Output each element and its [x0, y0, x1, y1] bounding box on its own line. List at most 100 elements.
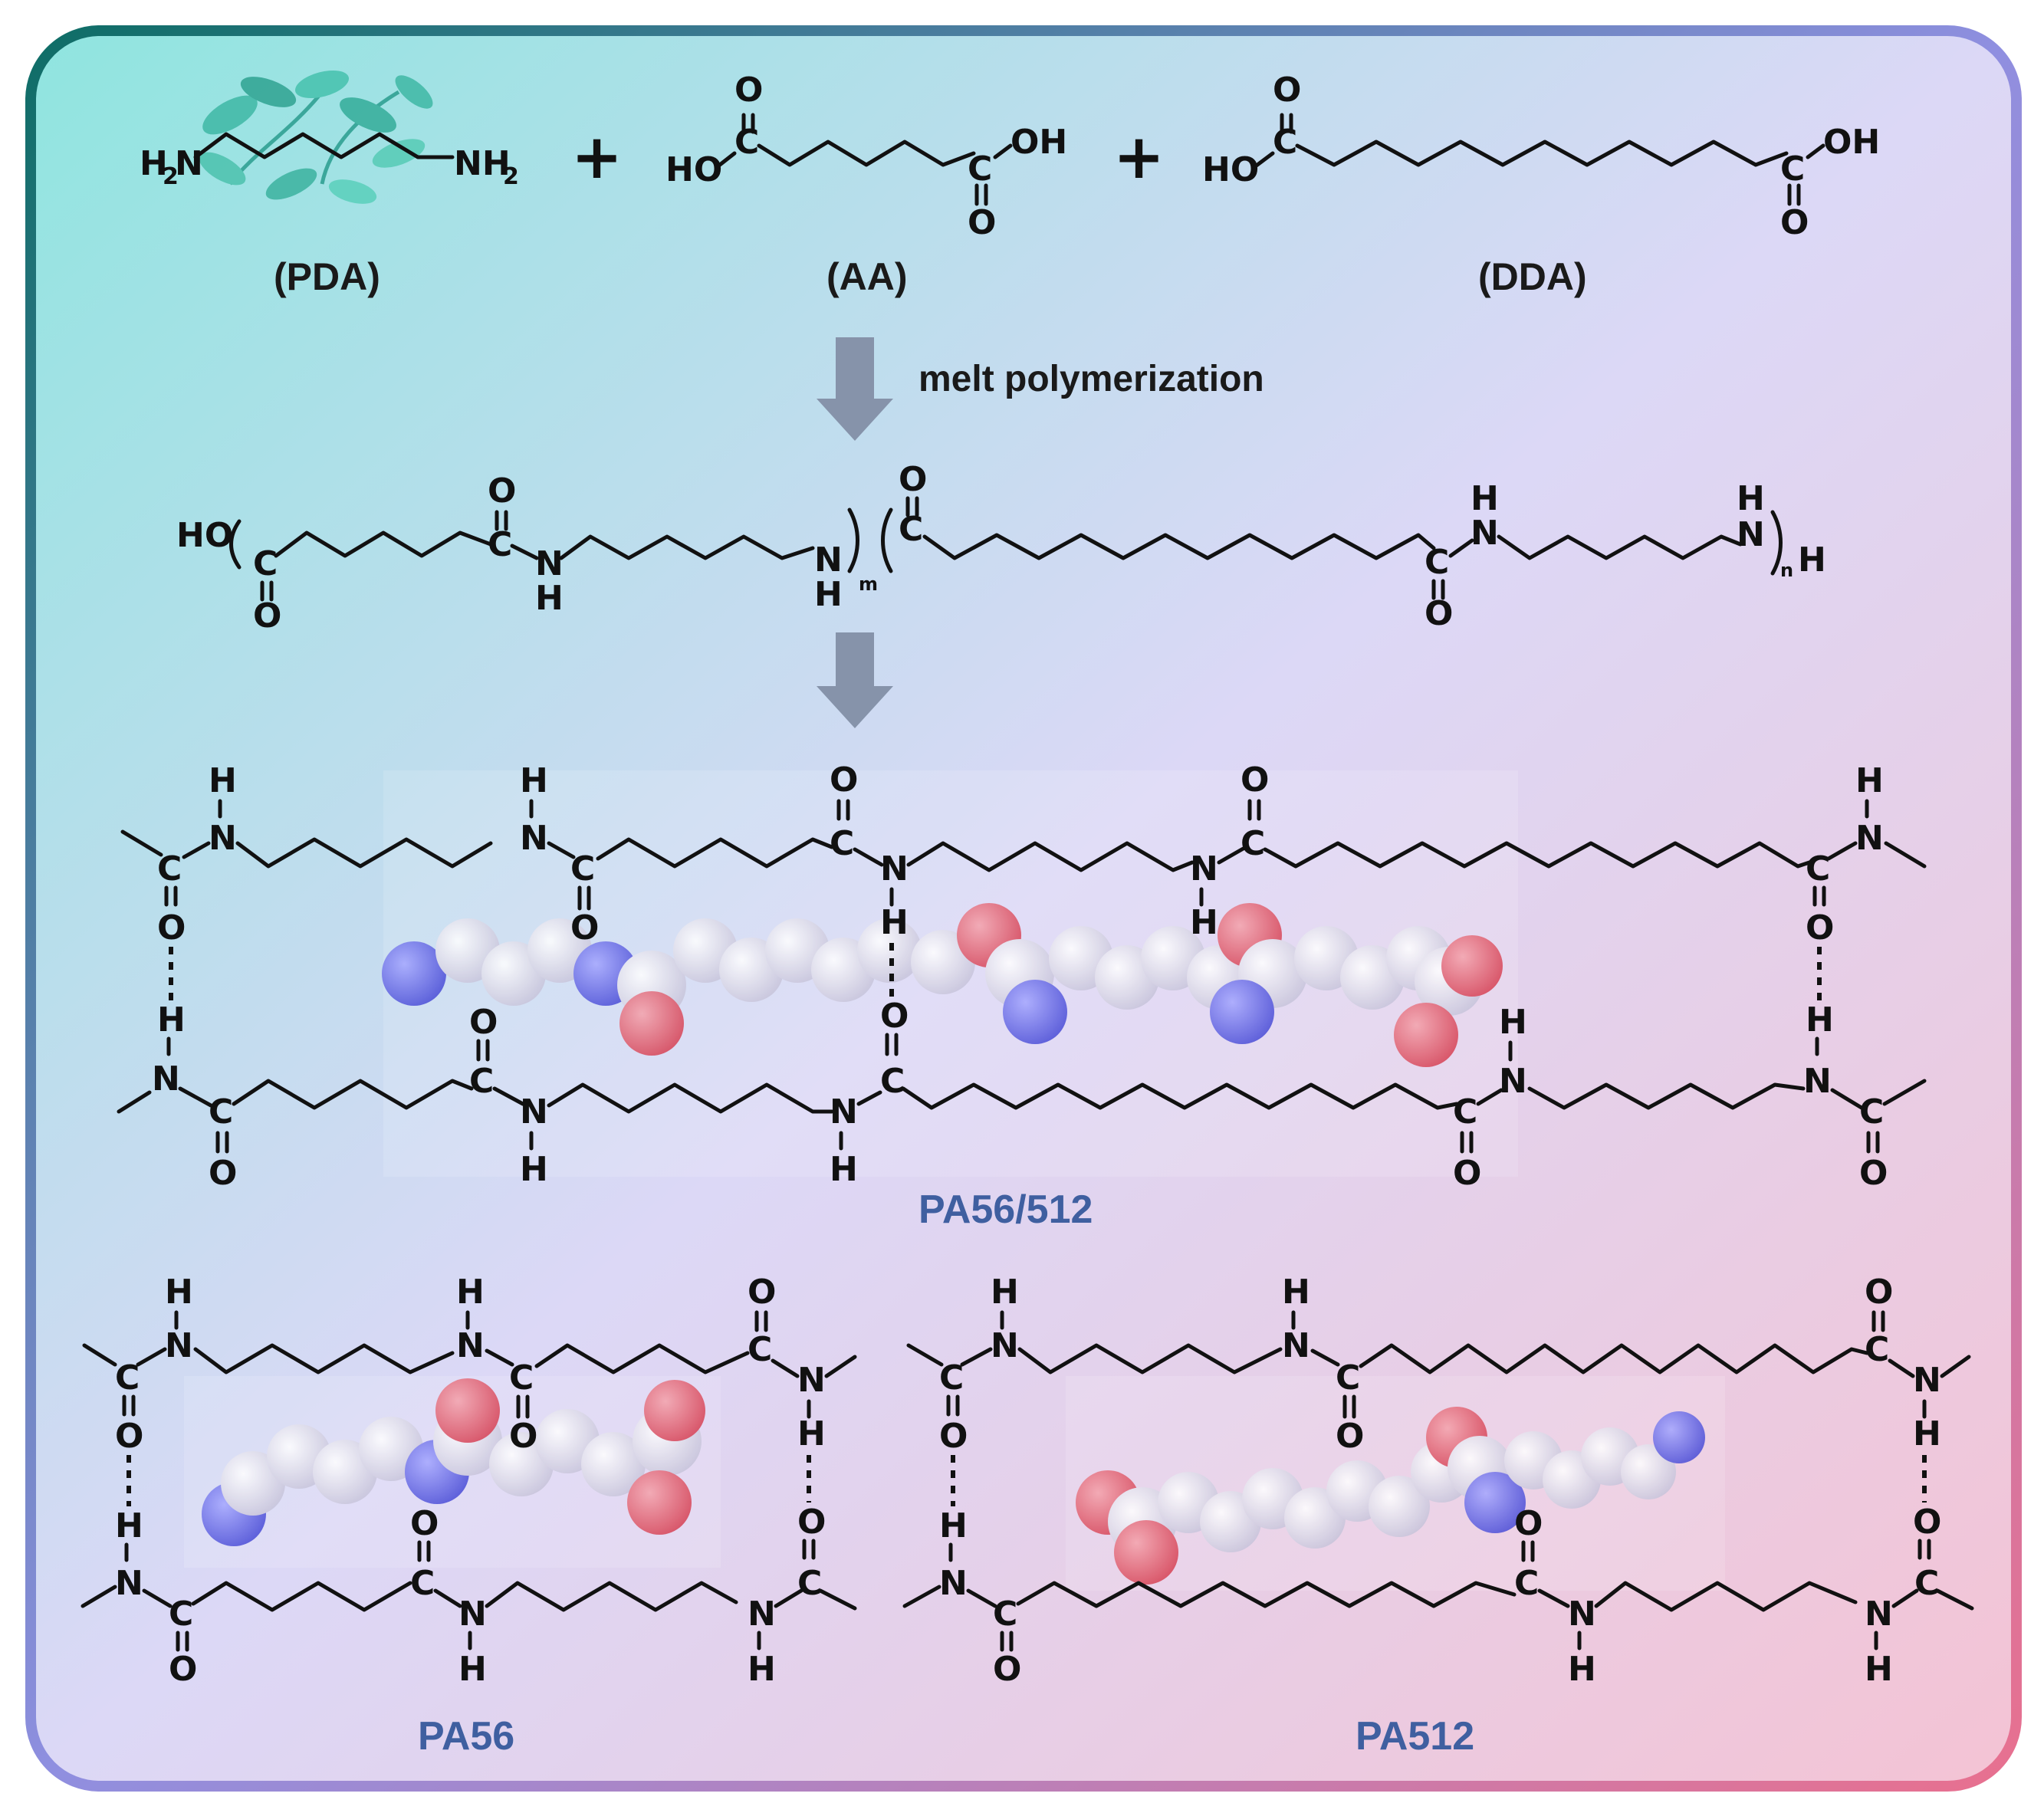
t-n1: N: [209, 819, 237, 858]
p512-b-o1: O: [993, 1650, 1021, 1689]
cop-n1: N: [535, 544, 564, 583]
t-o2: O: [570, 908, 599, 948]
cop-h1: H: [535, 579, 564, 618]
b-c2: C: [469, 1062, 494, 1101]
b-c5: C: [1859, 1092, 1884, 1131]
b-c1: C: [209, 1092, 233, 1131]
b-n1: N: [152, 1059, 180, 1099]
p56-b-n3: N: [748, 1595, 776, 1634]
p512-t-n1: N: [991, 1326, 1019, 1365]
cop-o4: O: [1425, 594, 1453, 633]
hb1-o: O: [157, 908, 186, 948]
cop-c1: C: [253, 544, 278, 583]
reaction-arrow-2: [817, 632, 893, 728]
pa56-label: PA56: [418, 1714, 514, 1759]
p56-b-c1: C: [169, 1595, 193, 1634]
pda-n-left: N: [175, 144, 203, 183]
p512-t-c1: C: [939, 1358, 964, 1398]
p512-t-n3: N: [1913, 1361, 1941, 1400]
plus-sign-2: +: [1113, 121, 1165, 192]
p56-b-o2: O: [410, 1504, 439, 1543]
cop-h3: H: [1471, 479, 1499, 518]
p56-hb1-h: H: [115, 1506, 143, 1545]
p56-t-c2: C: [509, 1358, 534, 1398]
cop-o2: O: [488, 471, 516, 511]
t-h4: H: [1190, 903, 1218, 942]
t-o3: O: [830, 760, 858, 800]
t-c4: C: [1241, 824, 1265, 863]
cop-n: n: [1780, 560, 1793, 581]
t-o4: O: [1241, 760, 1269, 800]
cop-ho: HO: [176, 516, 233, 555]
p512-b-n3: N: [1865, 1595, 1893, 1634]
cop-o1: O: [253, 596, 281, 636]
aa-label: (AA): [826, 255, 908, 298]
b-n4: N: [1499, 1062, 1527, 1101]
cop-m: m: [859, 573, 878, 595]
p56-b-c3: C: [797, 1564, 822, 1603]
t-c3: C: [830, 824, 854, 863]
aa-o1: O: [734, 71, 763, 110]
p512-hb2-o: O: [1913, 1503, 1941, 1542]
dda-o1: O: [1273, 71, 1301, 110]
t-h1: H: [209, 761, 237, 800]
b-c4: C: [1453, 1092, 1477, 1131]
p56-b-n2: N: [458, 1595, 487, 1634]
cop-h-end: H: [1798, 540, 1826, 580]
p56-t-c3: C: [748, 1330, 772, 1369]
dda-c1: C: [1273, 123, 1297, 162]
p56-b-c2: C: [410, 1564, 435, 1603]
p512-b-o2: O: [1514, 1504, 1543, 1543]
p512-t-h1: H: [991, 1273, 1019, 1312]
pa512-space-filling-model: [1066, 1376, 1725, 1591]
dda-o2: O: [1780, 203, 1809, 242]
p512-b-h3: H: [1865, 1650, 1893, 1689]
pa56-space-filling-model: [184, 1376, 721, 1568]
cop-c2: C: [488, 525, 512, 564]
p56-t-h2: H: [456, 1273, 485, 1312]
cop-h2: H: [814, 575, 843, 614]
p512-t-c3: C: [1865, 1330, 1889, 1369]
p56-hb1-o: O: [115, 1417, 143, 1456]
pa512-structure: C N H N H C O C O N O H H O N C O: [902, 1273, 1974, 1689]
b-h2: H: [520, 1150, 548, 1189]
b-o4: O: [1453, 1154, 1481, 1193]
plant-icon: [199, 70, 433, 204]
dda-ho: HO: [1202, 150, 1259, 189]
t-c5: C: [1806, 849, 1830, 888]
p512-t-o2: O: [1336, 1417, 1364, 1456]
cop-n4: N: [1737, 515, 1765, 554]
pa56-512-label: PA56/512: [918, 1187, 1093, 1232]
p56-b-o1: O: [169, 1650, 197, 1689]
p512-b-n2: N: [1568, 1595, 1596, 1634]
b-c3: C: [880, 1062, 905, 1101]
dda-label: (DDA): [1478, 255, 1587, 298]
p56-hb2-o: O: [797, 1503, 826, 1542]
pa56-512-space-filling-model: [382, 770, 1518, 1177]
aa-ho: HO: [665, 150, 722, 189]
t-n5: N: [1855, 819, 1884, 858]
p512-hb2-h: H: [1913, 1414, 1941, 1453]
p56-t-h1: H: [165, 1273, 193, 1312]
b-o2: O: [469, 1003, 498, 1042]
p512-b-h2: H: [1568, 1650, 1596, 1689]
b-n5: N: [1803, 1062, 1832, 1101]
aa-structure: HO C O C O OH: [665, 71, 1067, 242]
b-h4: H: [1499, 1003, 1527, 1042]
pda-label: (PDA): [274, 255, 380, 298]
aa-c2: C: [968, 149, 992, 189]
pda-nh-right: NH: [454, 144, 511, 183]
t-n4: N: [1190, 849, 1218, 888]
dda-c2: C: [1780, 149, 1805, 189]
t-h2: H: [520, 761, 548, 800]
p56-t-n1: N: [165, 1326, 193, 1365]
cop-h4: H: [1737, 479, 1765, 518]
copolymer-formula: HO C O C O N H N H m C O C O N H N H n H: [176, 460, 1826, 636]
p512-t-h2: H: [1282, 1273, 1310, 1312]
t-h5: H: [1855, 761, 1884, 800]
p512-hb1-h: H: [939, 1506, 968, 1545]
frame-background: [25, 25, 2022, 1792]
hb1-h: H: [157, 1000, 186, 1040]
